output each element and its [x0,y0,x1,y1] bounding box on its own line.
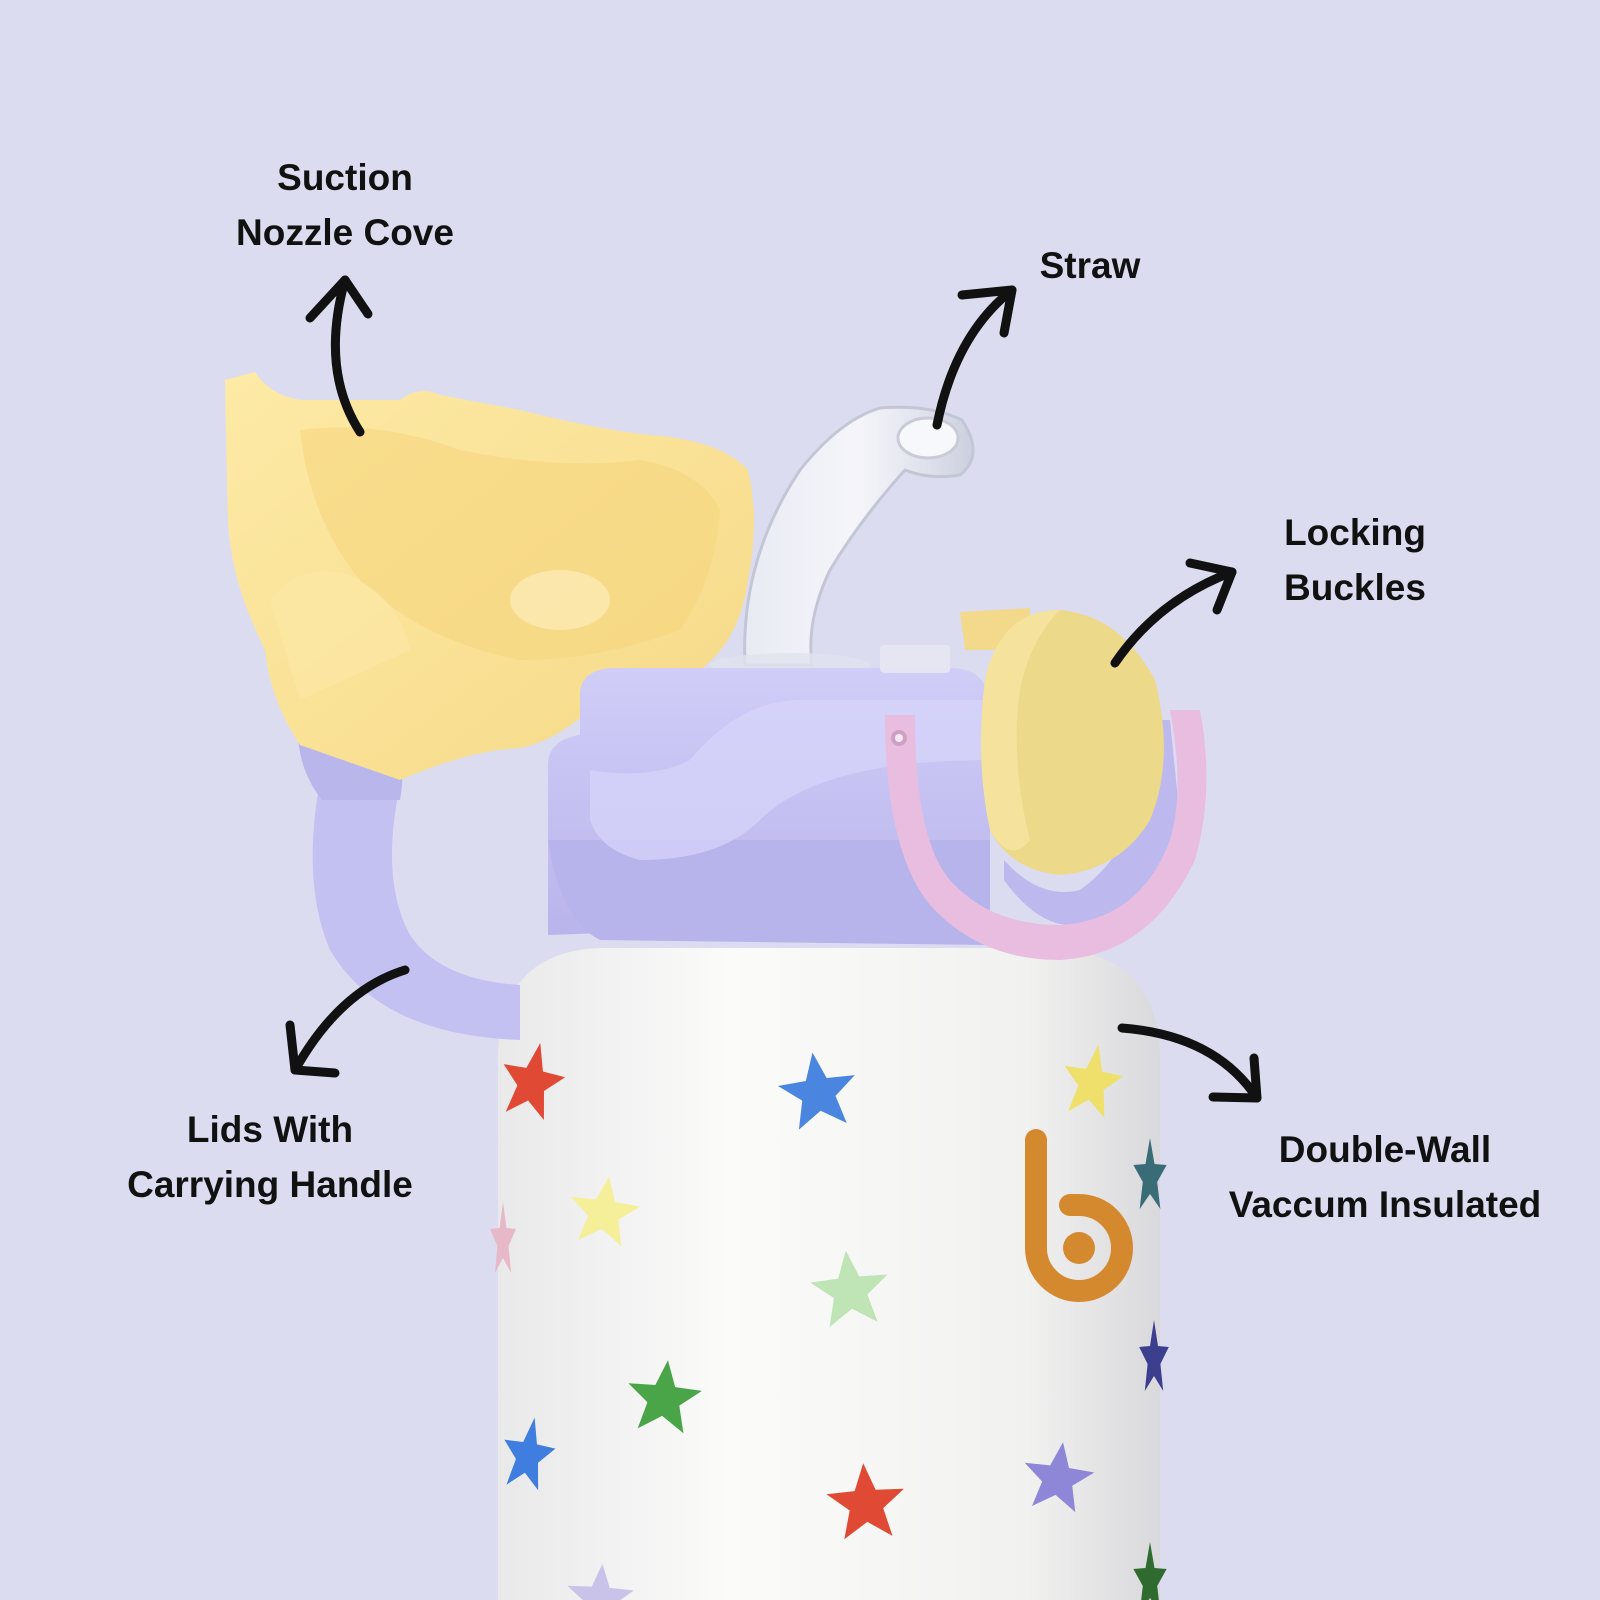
label-vacuum-insulated: Double-Wall Vaccum Insulated [1195,1122,1575,1232]
lid [548,645,990,945]
label-line: Locking [1284,512,1426,553]
label-straw: Straw [1000,238,1180,293]
curved-arrow-icon [285,965,410,1078]
curved-arrow-icon [1110,558,1237,668]
curved-arrow-icon [1117,1023,1262,1103]
label-line: Vaccum Insulated [1228,1184,1542,1225]
label-locking-buckles: Locking Buckles [1235,505,1475,615]
label-line: Lids With [186,1109,354,1150]
bottle-body [498,948,1160,1600]
label-line: Nozzle Cove [236,212,454,253]
label-line: Carrying Handle [127,1164,413,1205]
brand-logo-icon [1025,1129,1133,1302]
label-carrying-handle: Lids With Carrying Handle [80,1102,460,1212]
curved-arrow-icon [305,275,373,437]
locking-buckle [960,608,1180,926]
label-line: Suction [277,157,413,198]
label-line: Double-Wall [1278,1129,1492,1170]
label-line: Straw [1039,245,1141,286]
curved-arrow-icon [932,285,1017,430]
straw [710,405,975,677]
strap [885,710,1207,960]
label-suction-nozzle-cove: Suction Nozzle Cove [195,150,495,260]
label-line: Buckles [1284,567,1426,608]
